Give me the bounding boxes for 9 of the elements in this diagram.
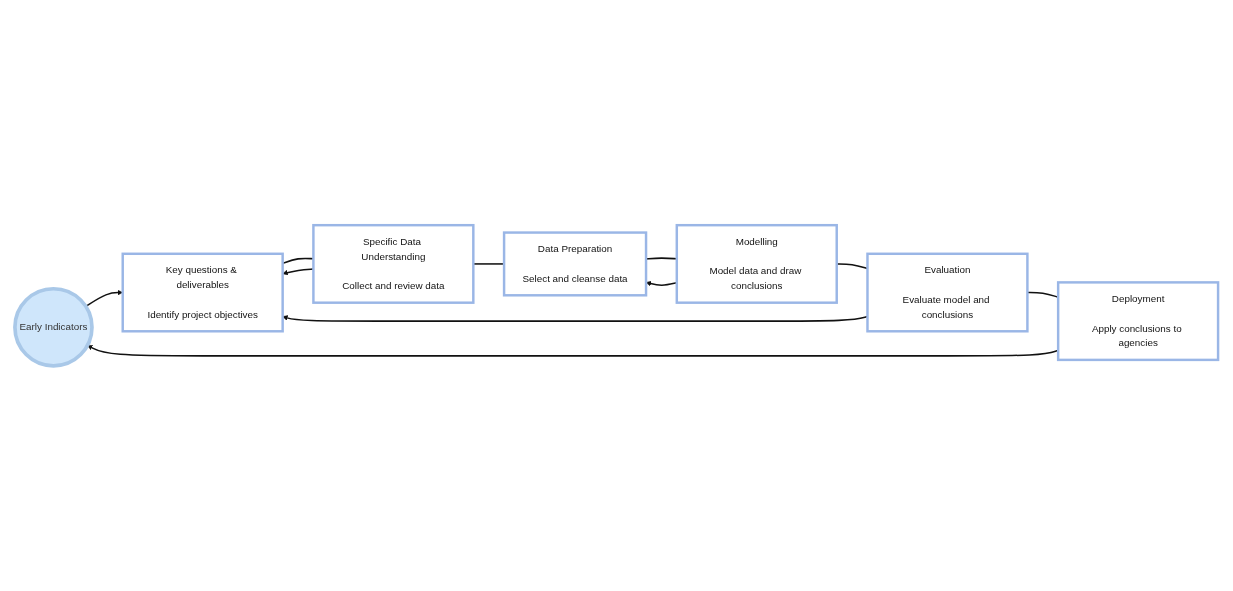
arrow [85, 289, 123, 308]
node-box: Modelling Model data and draw conclusions [675, 223, 838, 304]
node-box: Evaluation Evaluate model and conclusions [866, 252, 1029, 333]
arrow [87, 345, 1059, 357]
node-box: Data Preparation Select and cleanse data [502, 231, 648, 297]
node-box: Deployment Apply conclusions to agencies [1056, 281, 1220, 362]
node-box: Specific Data Understanding Collect and review data [312, 223, 475, 304]
node-box: Key questions & deliverables Identify project objectives [121, 252, 284, 333]
node-circle: Early Indicators [13, 286, 94, 368]
